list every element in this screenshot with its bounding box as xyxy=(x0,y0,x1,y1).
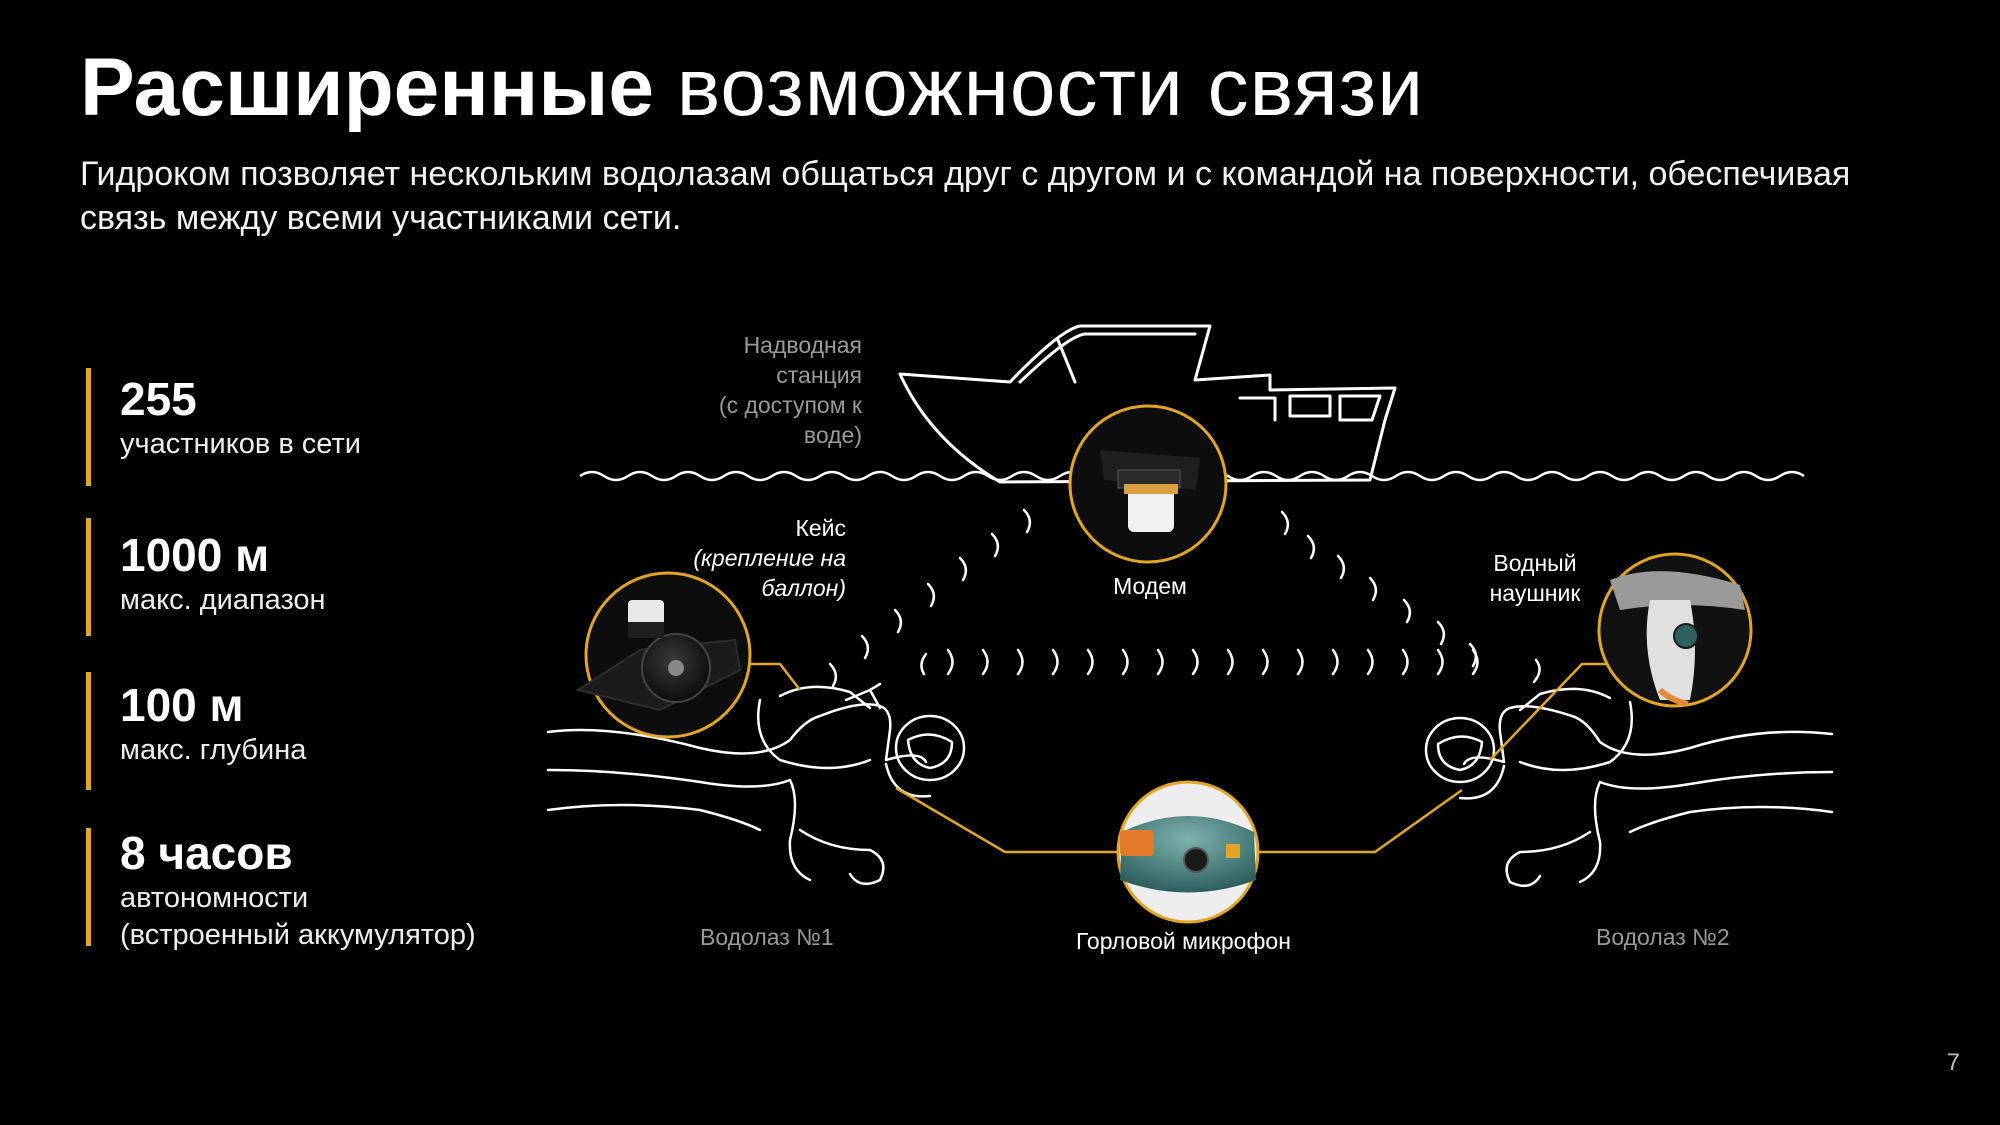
earphone-photo xyxy=(1597,552,1753,708)
label-earphone: Водный наушник xyxy=(1489,550,1581,606)
label-diver-2: Водолаз №2 xyxy=(1596,924,1730,950)
stat-label: участников в сети xyxy=(120,428,361,460)
page-title: Расширенные возможности связи xyxy=(80,38,1424,138)
label-throat-mic: Горловой микрофон xyxy=(1076,928,1291,954)
stat-label: макс. диапазон xyxy=(120,584,326,616)
label-surface-station: Надводная станция (с доступом к воде) xyxy=(718,332,862,448)
label-modem: Модем xyxy=(1113,573,1187,599)
stat-value: 255 xyxy=(120,373,197,425)
label-case-title: Кейс xyxy=(795,515,846,541)
diver-2-icon xyxy=(1424,687,1834,888)
label-case-note: (крепление на баллон) xyxy=(693,545,846,601)
stat-range: 1000 м макс. диапазон xyxy=(86,518,326,636)
signal-waves xyxy=(828,508,1541,688)
modem-photo xyxy=(1068,404,1228,564)
stat-label: макс. глубина xyxy=(120,734,307,766)
diver-1-icon xyxy=(546,682,966,886)
label-case: Кейс (крепление на баллон) xyxy=(600,513,846,603)
label-diver-1: Водолаз №1 xyxy=(700,924,834,950)
stat-autonomy: 8 часов автономности (встроенный аккумул… xyxy=(86,827,476,951)
stat-participants: 255 участников в сети xyxy=(86,368,361,486)
throat-mic-photo xyxy=(1116,780,1260,924)
stat-label: автономности (встроенный аккумулятор) xyxy=(120,882,476,951)
title-light: возможности связи xyxy=(676,42,1425,133)
stat-value: 100 м xyxy=(120,679,244,731)
stat-value: 1000 м xyxy=(120,529,270,581)
boat-icon xyxy=(898,324,1397,484)
page-number: 7 xyxy=(1946,1049,1960,1076)
stat-depth: 100 м макс. глубина xyxy=(86,672,306,790)
case-photo xyxy=(575,571,752,739)
stat-value: 8 часов xyxy=(120,827,293,879)
title-bold: Расширенные xyxy=(80,42,654,133)
subtitle: Гидроком позволяет нескольким водолазам … xyxy=(80,155,1851,237)
